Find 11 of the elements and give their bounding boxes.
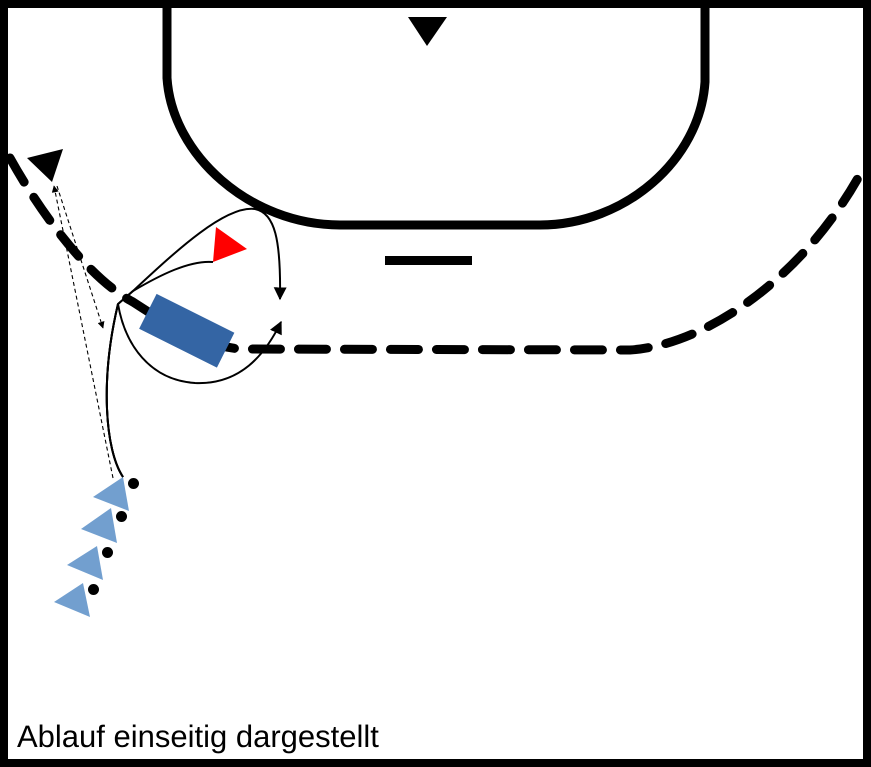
attacker-triangle — [81, 508, 117, 543]
defender-triangle — [213, 227, 247, 262]
goalkeeper-triangle — [408, 17, 447, 46]
attacker-triangle — [93, 477, 129, 511]
curved-arrow — [106, 303, 282, 478]
attacker-triangle — [67, 546, 103, 580]
player-triangle — [27, 149, 63, 182]
dashed-arrow — [52, 185, 114, 478]
dashed-arrow — [56, 186, 104, 329]
attacker-triangle — [54, 583, 90, 617]
caption-text: Ablauf einseitig dargestellt — [17, 719, 379, 755]
